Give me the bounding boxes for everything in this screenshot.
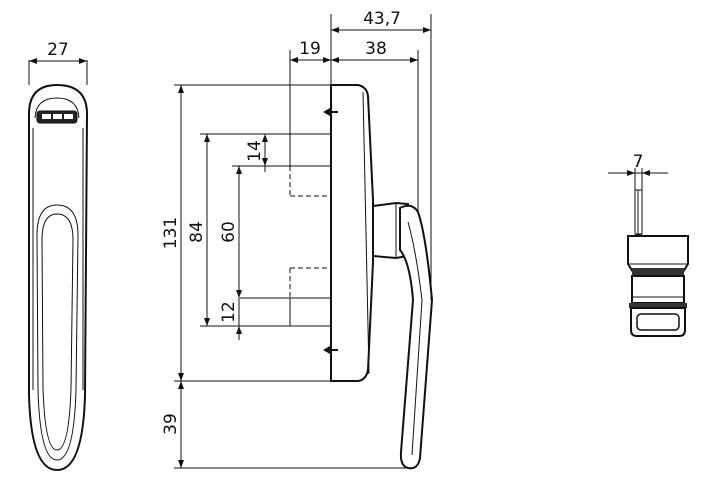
screw-lower-icon [323, 346, 330, 354]
dim-lower-gap-arrow [236, 326, 242, 334]
dim-upper-gap-label: 14 [245, 140, 265, 162]
dim-lower-gap-label: 12 [219, 301, 239, 323]
dim-screw-inner-arrow-bottom [236, 290, 242, 298]
side-view-base-edge [362, 91, 370, 375]
front-view-lock-cap [34, 97, 80, 119]
dim-overhang-arrow-bottom [178, 460, 184, 468]
dim-overall-width-label: 43,7 [363, 9, 401, 29]
dim-detail-arrow-right [642, 170, 650, 176]
dim-front-width-arrow-right [79, 58, 87, 64]
dim-spindle-arrow-right [323, 57, 331, 63]
detail-cylinder [631, 275, 685, 304]
front-view-grip-inner [41, 213, 74, 451]
dim-base-depth-arrow-left [331, 57, 339, 63]
dim-screw-outer-label: 84 [187, 221, 207, 243]
front-view-outline [28, 83, 89, 472]
detail-key-slot-icon [636, 313, 680, 331]
front-view: 27 [28, 40, 89, 472]
dim-overall-arrow-left [331, 27, 339, 33]
screw-upper-icon [323, 108, 330, 116]
dim-base-height-arrow-top [178, 85, 184, 93]
dim-detail-arrow-left [627, 170, 635, 176]
dim-base-depth-arrow-right [410, 57, 418, 63]
side-view-lever [399, 204, 434, 470]
lock-key-slot-3 [64, 114, 73, 119]
dim-base-depth-label: 38 [365, 39, 387, 59]
dim-screw-outer-arrow-top [204, 134, 210, 142]
dim-upper-gap-arrow-bottom [262, 158, 268, 166]
lock-key-slot-2 [53, 114, 62, 119]
dim-base-height-label: 131 [161, 217, 181, 249]
dim-overhang-arrow-top [178, 381, 184, 389]
dim-overhang-label: 39 [161, 413, 181, 435]
dim-spindle-offset-label: 19 [299, 39, 321, 59]
side-view: 43,7 19 38 131 39 84 60 1 [161, 9, 434, 470]
front-view-grip [36, 204, 79, 461]
dim-upper-gap-arrow-top [262, 134, 268, 142]
dim-spindle-arrow-left [290, 57, 298, 63]
dim-screw-inner-arrow-top [236, 166, 242, 174]
detail-band [632, 268, 684, 275]
lock-key-slot-1 [42, 114, 51, 119]
dim-screw-outer-arrow-bottom [204, 318, 210, 326]
side-view-lever-contour [407, 221, 423, 456]
side-view-base-plate [330, 84, 374, 382]
detail-view: 7 [608, 152, 689, 337]
detail-housing [627, 235, 689, 273]
dim-detail-label: 7 [633, 152, 644, 172]
dim-overall-arrow-right [423, 27, 431, 33]
dim-front-width-label: 27 [47, 40, 69, 60]
dim-screw-inner-label: 60 [219, 221, 239, 243]
dim-front-width-arrow-left [29, 58, 37, 64]
dim-base-height-arrow-bottom [178, 373, 184, 381]
detail-flange [629, 303, 687, 308]
